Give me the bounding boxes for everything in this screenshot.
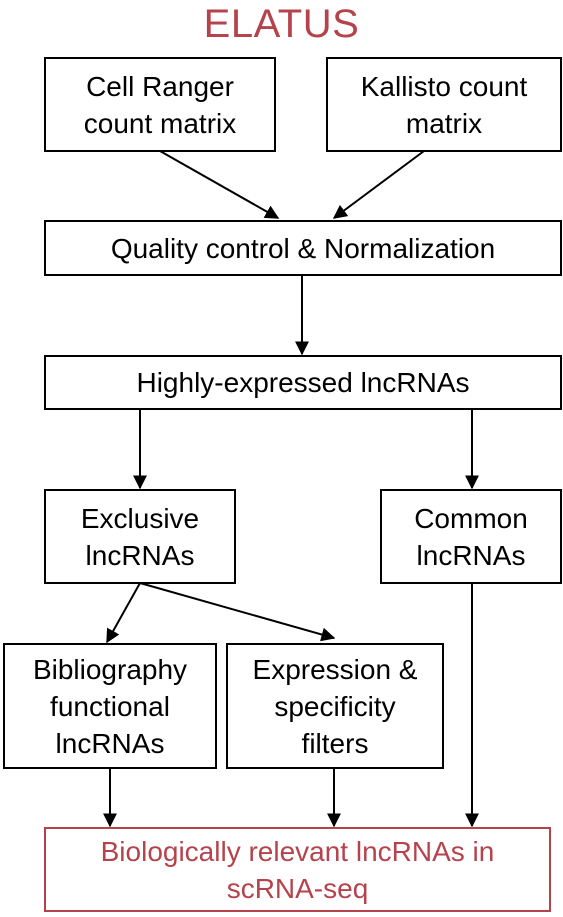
highly-expressed-label: Highly-expressed lncRNAs (136, 367, 470, 398)
exclusive-box: Exclusive lncRNAs (44, 489, 236, 584)
highly-expressed-box: Highly-expressed lncRNAs (44, 355, 562, 410)
arrow-cellranger-to-qc (159, 150, 280, 219)
expression-box: Expression & specificity filters (226, 643, 444, 769)
output-label: Biologically relevant lncRNAs in scRNA-s… (100, 835, 495, 904)
bibliography-box: Bibliography functional lncRNAs (3, 643, 217, 769)
kallisto-box: Kallisto count matrix (326, 57, 562, 152)
exclusive-label: Exclusive lncRNAs (80, 502, 200, 571)
kallisto-label: Kallisto count matrix (360, 70, 528, 139)
cellranger-label: Cell Ranger count matrix (83, 70, 237, 139)
arrow-exclusive-to-expression (139, 582, 336, 642)
qc-box: Quality control & Normalization (44, 220, 562, 276)
arrow-kallisto-to-qc (332, 150, 425, 219)
diagram-title: ELATUS (203, 2, 360, 46)
cellranger-box: Cell Ranger count matrix (44, 57, 276, 152)
expression-label: Expression & specificity filters (252, 653, 418, 759)
qc-label: Quality control & Normalization (110, 232, 496, 264)
common-label: Common lncRNAs (414, 502, 528, 571)
output-box: Biologically relevant lncRNAs in scRNA-s… (44, 827, 551, 912)
common-box: Common lncRNAs (380, 489, 562, 584)
arrow-exclusive-to-biblio (106, 582, 141, 644)
bibliography-label: Bibliography functional lncRNAs (32, 653, 188, 759)
